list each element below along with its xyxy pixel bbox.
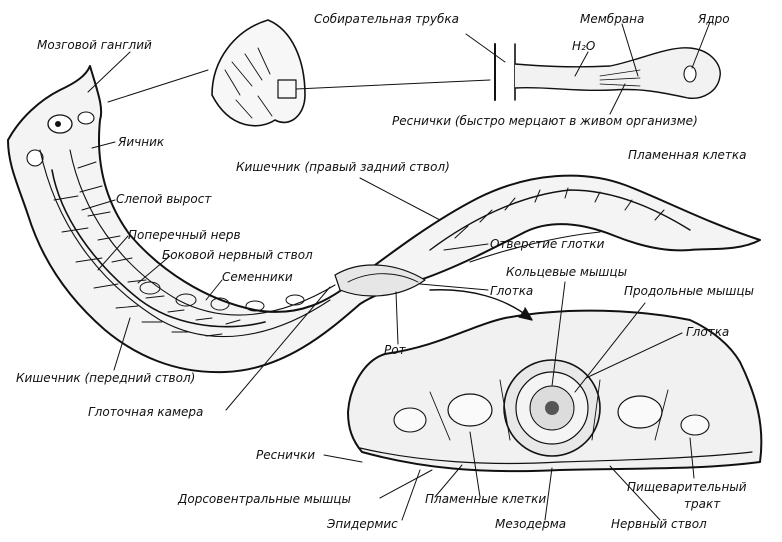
- label-mouth: Рот: [384, 343, 406, 357]
- leader-lines: [81, 21, 711, 521]
- label-cilia-flame: Реснички (быстро мерцают в живом организ…: [392, 114, 698, 128]
- label-membrane: Мембрана: [580, 12, 645, 26]
- label-ovary: Яичник: [118, 135, 165, 149]
- label-collecting-tube: Собирательная трубка: [314, 12, 459, 26]
- flame-cell: [494, 43, 721, 101]
- label-testes: Семенники: [222, 270, 293, 284]
- label-digestive-tract-line2: тракт: [684, 497, 721, 511]
- head-inset: [107, 19, 491, 127]
- label-pharynx-section: Глотка: [686, 325, 730, 339]
- label-longitudinal-muscles: Продольные мышцы: [624, 284, 755, 298]
- label-epidermis: Эпидермис: [327, 517, 398, 531]
- label-brain-ganglion: Мозговой ганглий: [37, 38, 152, 52]
- label-lateral-nerve-trunk: Боковой нервный ствол: [162, 248, 313, 262]
- label-circular-muscles: Кольцевые мышцы: [506, 265, 628, 279]
- cross-section: [347, 289, 763, 473]
- label-flame-cells: Пламенные клетки: [425, 492, 547, 506]
- label-flame-cell: Пламенная клетка: [628, 148, 747, 162]
- label-nucleus: Ядро: [698, 12, 730, 26]
- label-pharynx-opening: Отверстие глотки: [490, 237, 605, 251]
- label-nerve-trunk: Нервный ствол: [611, 517, 707, 531]
- label-transverse-nerve: Поперечный нерв: [128, 228, 241, 242]
- label-digestive-tract-line1: Пищеварительный: [627, 480, 747, 494]
- label-mesoderm: Мезодерма: [495, 517, 567, 531]
- worm-body: [7, 65, 761, 374]
- label-blind-outgrowth: Слепой вырост: [116, 192, 212, 206]
- label-dorsoventral-muscles: Дорсовентральные мышцы: [178, 492, 351, 506]
- label-cilia-section: Реснички: [256, 448, 315, 462]
- label-pharynx-top: Глотка: [490, 284, 534, 298]
- label-intestine-anterior: Кишечник (передний ствол): [16, 371, 196, 385]
- label-pharyngeal-chamber: Глоточная камера: [88, 405, 204, 419]
- label-intestine-right-posterior: Кишечник (правый задний ствол): [236, 160, 450, 174]
- label-water: H₂O: [572, 39, 596, 53]
